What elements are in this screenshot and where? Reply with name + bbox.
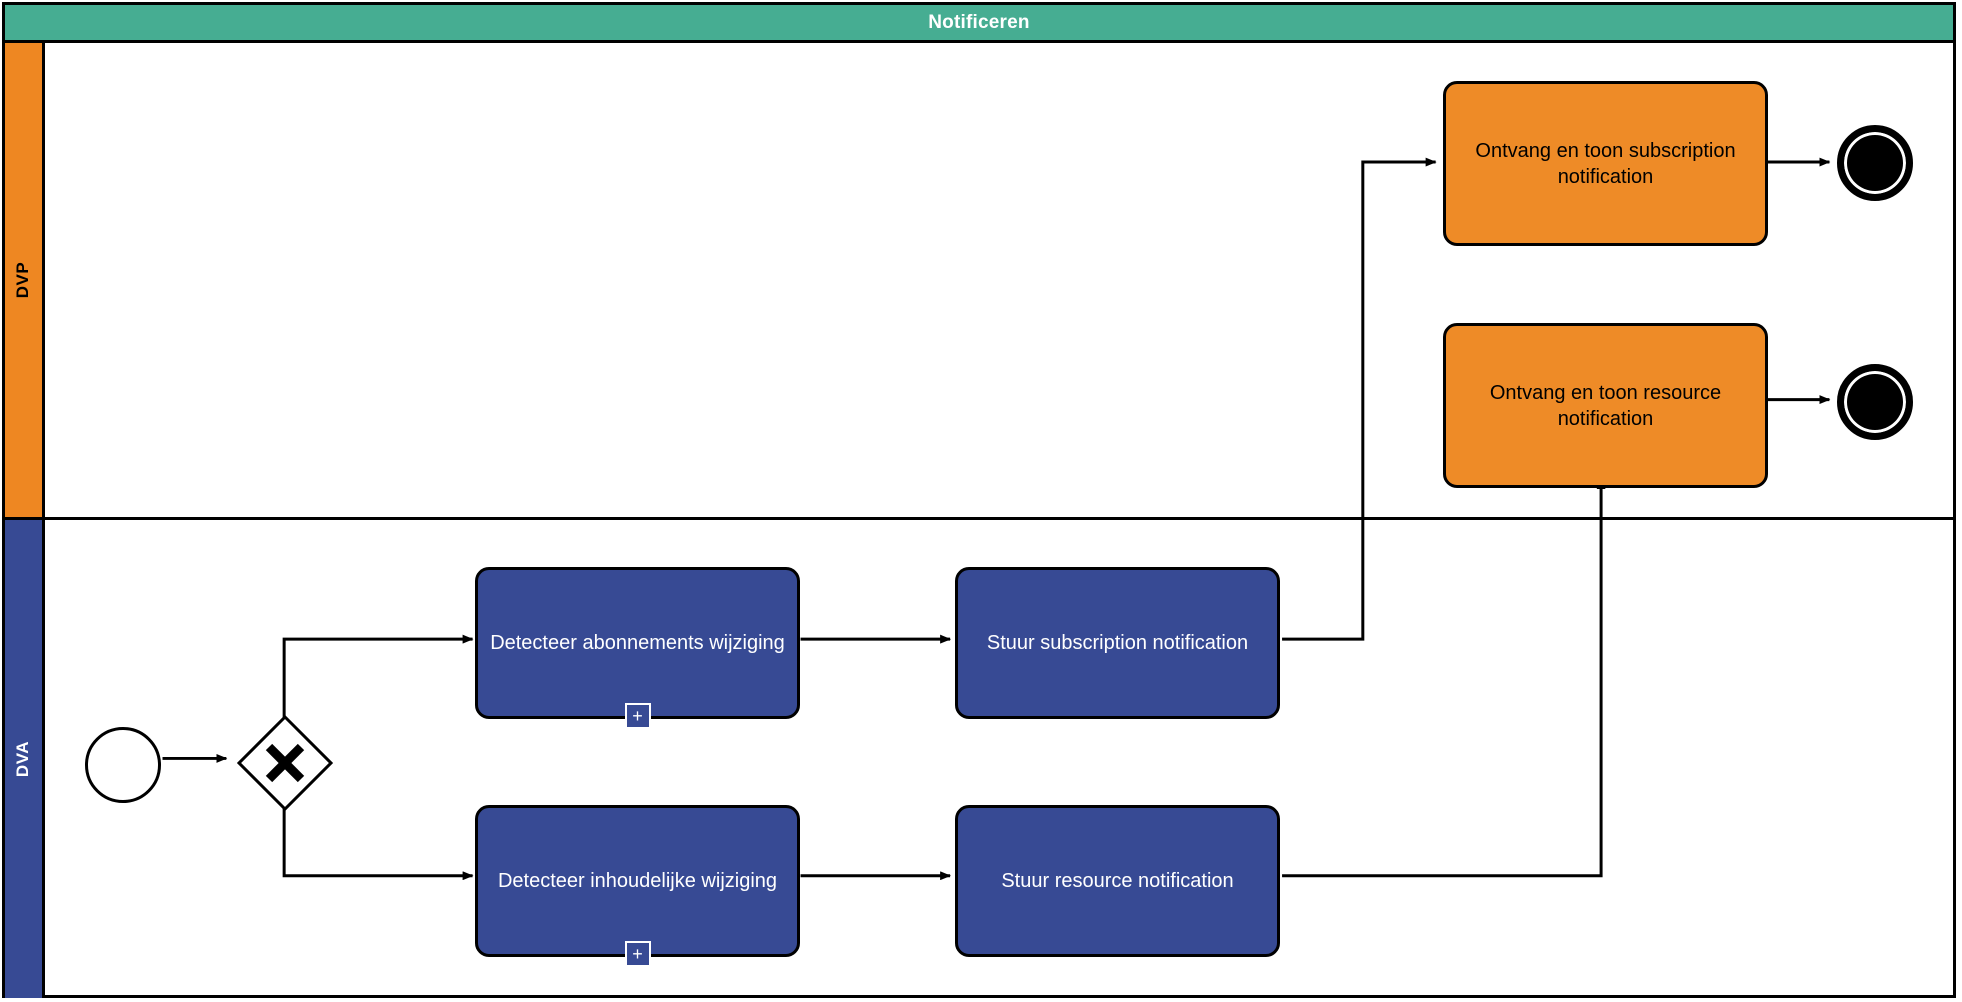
lane-label-dvp: DVP bbox=[5, 43, 45, 517]
task-receive-subscription-notification[interactable]: Ontvang en toon subscription notificatio… bbox=[1443, 81, 1768, 246]
pool-title: Notificeren bbox=[5, 5, 1953, 43]
task-receive-resource-notification[interactable]: Ontvang en toon resource notification bbox=[1443, 323, 1768, 488]
task-detect-subscription-change[interactable]: Detecteer abonnements wijziging + bbox=[475, 567, 800, 729]
xor-gateway[interactable] bbox=[237, 715, 333, 811]
task-label: Stuur resource notification bbox=[1001, 870, 1234, 892]
end-event-subscription[interactable] bbox=[1837, 125, 1913, 201]
task-send-resource-notification[interactable]: Stuur resource notification bbox=[955, 805, 1280, 957]
task-send-subscription-notification[interactable]: Stuur subscription notification bbox=[955, 567, 1280, 719]
task-label: Stuur subscription notification bbox=[986, 632, 1249, 654]
end-event-resource[interactable] bbox=[1837, 364, 1913, 440]
lane-label-dva: DVA bbox=[5, 520, 45, 998]
lane-dvp: DVP bbox=[5, 43, 1953, 520]
subprocess-plus-icon[interactable]: + bbox=[624, 941, 651, 967]
gateway-x-icon bbox=[265, 743, 305, 783]
lane-label-dva-text: DVA bbox=[13, 740, 33, 778]
task-detect-content-change[interactable]: Detecteer inhoudelijke wijziging + bbox=[475, 805, 800, 967]
task-label: Ontvang en toon subscription notificatio… bbox=[1475, 139, 1736, 188]
task-label: Detecteer inhoudelijke wijziging bbox=[497, 870, 778, 892]
start-event[interactable] bbox=[85, 727, 161, 803]
lane-label-dvp-text: DVP bbox=[13, 261, 33, 299]
subprocess-plus-icon[interactable]: + bbox=[624, 703, 651, 729]
lane-dva: DVA bbox=[5, 520, 1953, 998]
task-label: Detecteer abonnements wijziging bbox=[490, 632, 785, 654]
task-label: Ontvang en toon resource notification bbox=[1489, 381, 1722, 430]
